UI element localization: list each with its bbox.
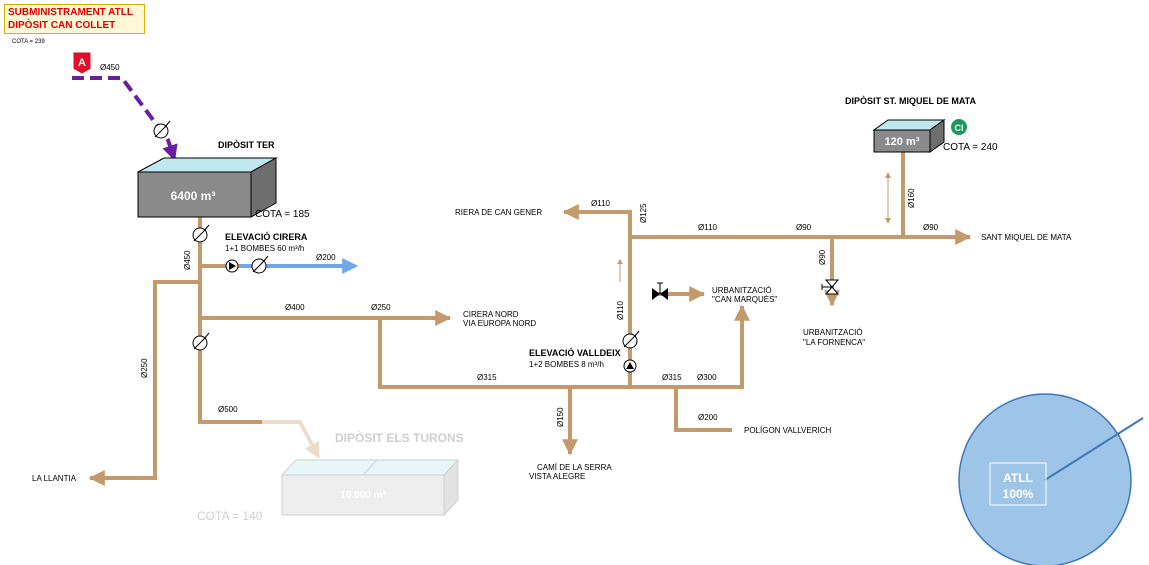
source-cota: COTA = 239 <box>12 39 45 45</box>
supply-pipe <box>72 76 178 162</box>
valve-ter-outlet <box>192 224 210 243</box>
pipe-label-d110-h: Ø110 <box>698 223 718 232</box>
dest-poligon: POLÍGON VALLVERICH <box>744 426 832 435</box>
dest-cirera-nord-1: CIRERA NORD <box>463 310 519 319</box>
source-badge-letter: A <box>78 57 86 69</box>
source-badge: A <box>72 51 92 75</box>
pipe-turons <box>262 420 320 459</box>
dest-cami-2: VISTA ALEGRE <box>529 472 585 481</box>
tank-turons-cota: COTA = 140 <box>197 509 263 523</box>
pipe-label-d90-v: Ø90 <box>818 249 827 265</box>
dest-can-marques-2: "CAN MARQUÈS" <box>712 295 777 304</box>
pipe-label-d250-top: Ø250 <box>371 303 391 312</box>
pie-label-value: 100% <box>1003 487 1034 501</box>
tank-st-miquel-name: DIPÒSIT ST. MIQUEL DE MATA <box>845 95 977 106</box>
source-title-line2: DIPÒSIT CAN COLLET <box>8 20 116 31</box>
chlorination-badge: Cl <box>951 119 967 135</box>
pipe-label-d400: Ø400 <box>285 303 305 312</box>
pipe-label-d160: Ø160 <box>907 188 916 208</box>
pipe-label-d315-left: Ø315 <box>477 373 497 382</box>
dest-fornenca-2: "LA FORNENCA" <box>803 338 865 347</box>
supply-pie-chart: ATLL 100% <box>958 393 1144 565</box>
tank-ter <box>137 157 278 218</box>
check-valve-can-marques-icon <box>652 282 668 300</box>
pipe-label-d90-a: Ø90 <box>796 223 812 232</box>
dest-riera: RIERA DE CAN GENER <box>455 208 542 217</box>
source-title-line1: SUBMINISTRAMENT ATLL <box>8 7 133 18</box>
tank-ter-name: DIPÒSIT TER <box>218 139 275 150</box>
pipe-label-d110-riera: Ø110 <box>591 199 611 208</box>
station-valldeix-name: ELEVACIÓ VALLDEIX <box>529 347 621 358</box>
pipe-label-d125: Ø125 <box>639 203 648 223</box>
dest-fornenca-1: URBANITZACIÓ <box>803 328 863 337</box>
valve-cirera <box>251 255 269 274</box>
dest-cami-1: CAMÍ DE LA SERRA <box>537 463 612 472</box>
pipe-label-d200-cirera: Ø200 <box>316 253 336 262</box>
check-valve-fornenca-icon <box>821 279 840 295</box>
flow-arrow-st-miquel <box>885 172 891 224</box>
station-cirera-name: ELEVACIÓ CIRERA <box>225 231 308 242</box>
pie-label-box <box>989 462 1047 506</box>
dest-can-marques-1: URBANITZACIÓ <box>712 286 772 295</box>
dest-llantia: LA LLANTIA <box>32 474 77 483</box>
source-title-box: SUBMINISTRAMENT ATLL DIPÒSIT CAN COLLET <box>4 4 145 34</box>
tank-ter-cota: COTA = 185 <box>255 209 310 220</box>
valve-main <box>192 332 210 351</box>
pipe-network <box>88 150 972 486</box>
pipe-label-d150: Ø150 <box>556 407 565 427</box>
tank-turons <box>280 458 460 517</box>
flow-arrow-valldeix <box>617 259 623 282</box>
pipe-label-d90-b: Ø90 <box>923 223 939 232</box>
supply-valve <box>153 120 171 139</box>
tank-st-miquel-volume: 120 m³ <box>885 136 920 148</box>
pump-cirera-icon <box>225 259 239 273</box>
pipe-label-d450-vert: Ø450 <box>183 250 192 270</box>
tank-st-miquel <box>872 119 946 153</box>
pipe-label-d200-pol: Ø200 <box>698 413 718 422</box>
station-valldeix-detail: 1+2 BOMBES 8 m³/h <box>529 360 604 369</box>
valve-valldeix <box>622 330 640 349</box>
tank-st-miquel-cota: COTA = 240 <box>943 142 998 153</box>
pipe-label-d250-left: Ø250 <box>140 358 149 378</box>
dest-sant-miquel: SANT MIQUEL DE MATA <box>981 233 1072 242</box>
pipe-label-d315-right: Ø315 <box>662 373 682 382</box>
pipe-label-supply: Ø450 <box>100 63 120 72</box>
chlorination-badge-text: Cl <box>955 123 964 133</box>
tank-turons-volume: 16.000 m³ <box>340 490 386 501</box>
pump-valldeix-icon <box>623 359 637 373</box>
station-cirera-detail: 1+1 BOMBES 60 m³/h <box>225 244 304 253</box>
pipe-label-d300: Ø300 <box>697 373 717 382</box>
pie-label-name: ATLL <box>1003 471 1033 485</box>
dest-cirera-nord-2: VIA EUROPA NORD <box>463 319 536 328</box>
tank-ter-volume: 6400 m³ <box>171 189 216 203</box>
pie-divider <box>1044 417 1144 481</box>
tank-turons-name: DIPÒSIT ELS TURONS <box>335 430 464 445</box>
pipe-label-d500: Ø500 <box>218 405 238 414</box>
pipe-label-d110-v: Ø110 <box>616 300 625 320</box>
